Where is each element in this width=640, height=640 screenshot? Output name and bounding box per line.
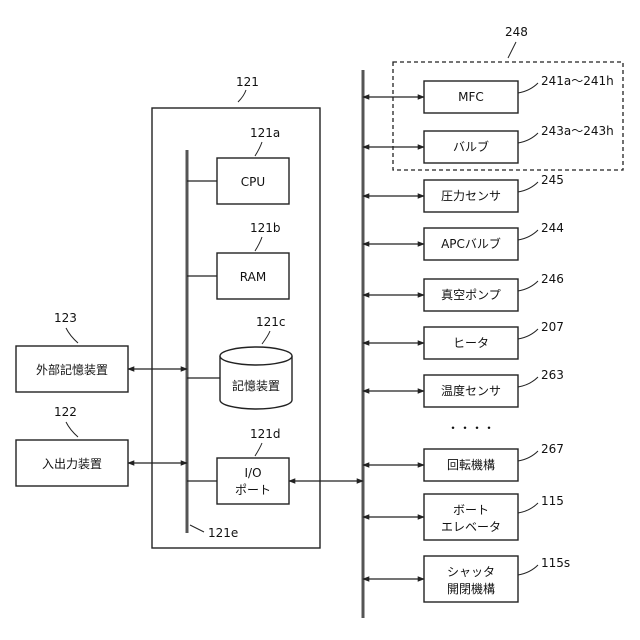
device-ellipsis: ・・・・ (447, 421, 495, 435)
device-shutter-mechanism-ref-leader (518, 565, 538, 575)
device-temperature-sensor-ref-leader (518, 377, 538, 387)
device-list: MFC 241a～241h バルブ 243a～243h 圧力センサ 245APCバルブ 24… (363, 74, 614, 602)
device-boat-elevator-ref-leader (518, 503, 538, 513)
device-vacuum-pump-ref-leader (518, 281, 538, 291)
device-pressure-sensor-ref-leader (518, 182, 538, 192)
device-heater-ref-leader (518, 329, 538, 339)
device-valve: バルブ 243a～243h (363, 124, 614, 163)
device-valve-ref: 243a～243h (541, 124, 614, 138)
device-heater: ヒータ 207 (363, 320, 564, 359)
external-storage-ref: 123 (54, 311, 77, 325)
device-apc-valve-ref-leader (518, 230, 538, 240)
cpu-label: CPU (241, 175, 265, 189)
device-temperature-sensor-label: 温度センサ (441, 383, 501, 398)
device-vacuum-pump-ref: 246 (541, 272, 564, 286)
device-temperature-sensor: 温度センサ 263 (363, 368, 564, 407)
device-pressure-sensor: 圧力センサ 245 (363, 173, 564, 212)
io-port-label-line1: I/O (244, 466, 261, 480)
device-mfc-label: MFC (458, 90, 484, 104)
device-mfc-ref-leader (518, 83, 538, 93)
device-rotation-mechanism-ref: 267 (541, 442, 564, 456)
device-vacuum-pump: 真空ポンプ 246 (363, 272, 564, 311)
device-boat-elevator: ボートエレベータ 115 (363, 494, 564, 540)
device-apc-valve-label: APCバルブ (441, 236, 501, 251)
device-boat-elevator-label-line2: エレベータ (441, 520, 501, 534)
external-storage-ref-leader (66, 328, 78, 343)
io-device-ref: 122 (54, 405, 77, 419)
io-port-box (217, 458, 289, 504)
storage-ref: 121c (256, 315, 286, 329)
device-heater-label: ヒータ (453, 336, 489, 350)
cpu-ref: 121a (250, 126, 280, 140)
ram-label: RAM (240, 270, 266, 284)
io-port-label-line2: ポート (235, 483, 271, 497)
storage-cylinder-icon (220, 347, 292, 409)
internal-bus-ref: 121e (208, 526, 238, 540)
device-mfc: MFC 241a～241h (363, 74, 614, 113)
external-storage-label: 外部記憶装置 (36, 362, 108, 377)
device-apc-valve-ref: 244 (541, 221, 564, 235)
device-heater-ref: 207 (541, 320, 564, 334)
group-ref: 248 (505, 25, 528, 39)
io-device-label: 入出力装置 (42, 457, 102, 471)
device-mfc-ref: 241a～241h (541, 74, 614, 88)
device-vacuum-pump-label: 真空ポンプ (441, 288, 501, 302)
device-valve-label: バルブ (453, 139, 489, 154)
device-pressure-sensor-label: 圧力センサ (441, 189, 501, 203)
device-shutter-mechanism-label-line1: シャッタ (447, 565, 495, 579)
storage-label: 記憶装置 (232, 378, 280, 393)
ram-ref: 121b (250, 221, 281, 235)
device-boat-elevator-ref: 115 (541, 494, 564, 508)
controller-ref: 121 (236, 75, 259, 89)
device-shutter-mechanism-ref: 115s (541, 556, 570, 570)
device-rotation-mechanism-ref-leader (518, 451, 538, 461)
group-ref-leader (508, 42, 516, 58)
device-shutter-mechanism-label-line2: 開閉機構 (447, 581, 495, 596)
device-apc-valve: APCバルブ 244 (363, 221, 564, 260)
device-temperature-sensor-ref: 263 (541, 368, 564, 382)
device-pressure-sensor-ref: 245 (541, 173, 564, 187)
device-shutter-mechanism: シャッタ開閉機構 115s (363, 556, 570, 602)
io-port-ref: 121d (250, 427, 281, 441)
device-rotation-mechanism-label: 回転機構 (447, 457, 495, 472)
device-boat-elevator-label-line1: ボート (453, 503, 489, 517)
controller-ref-leader (238, 90, 246, 102)
io-device-ref-leader (66, 422, 78, 437)
device-valve-ref-leader (518, 133, 538, 143)
device-rotation-mechanism: 回転機構 267 (363, 442, 564, 481)
